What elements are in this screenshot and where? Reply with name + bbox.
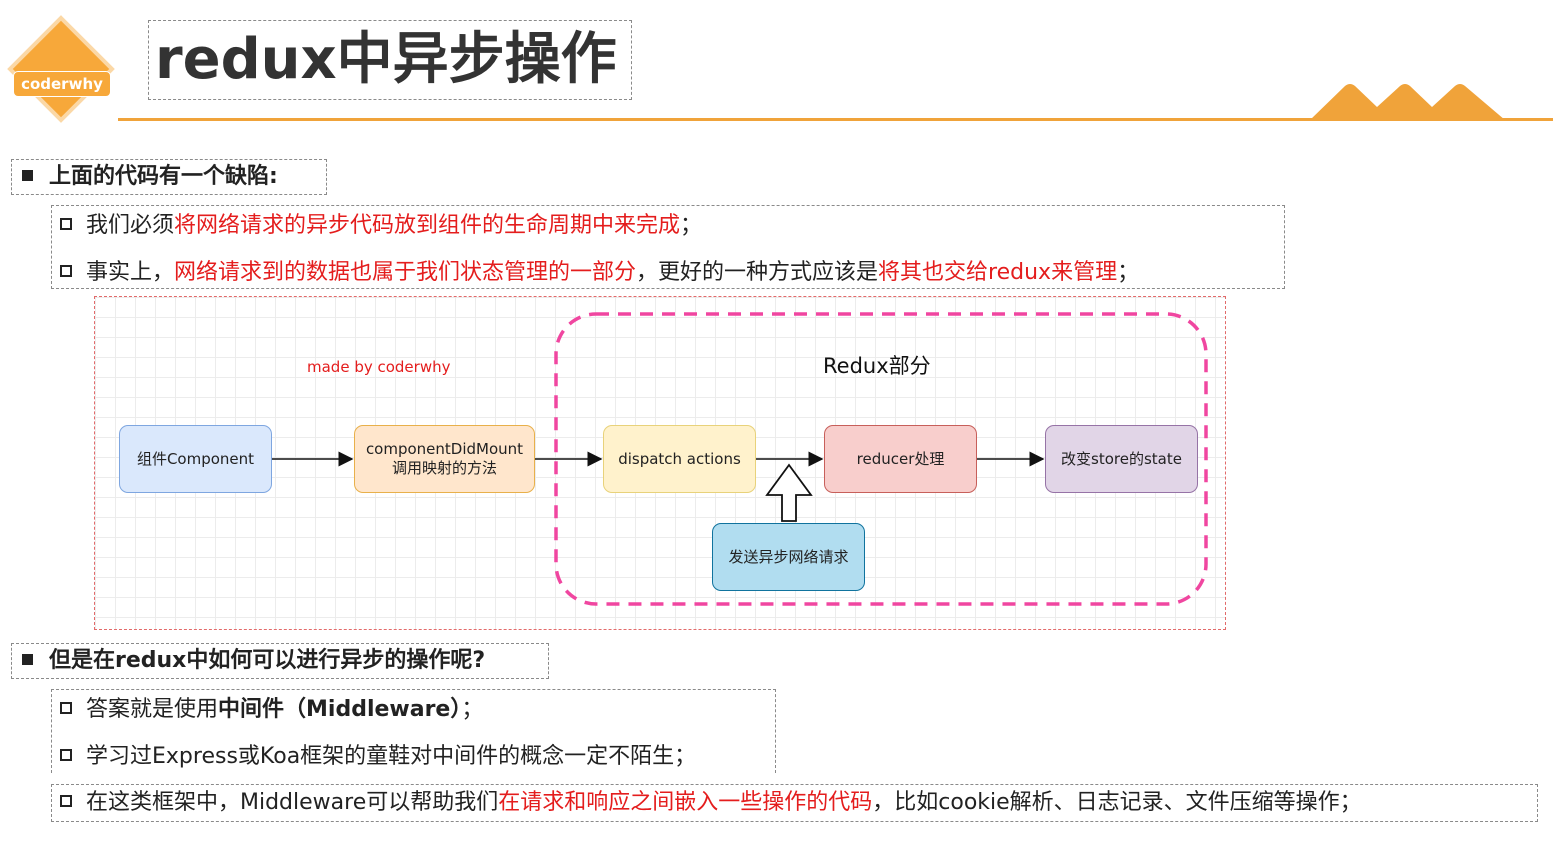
page-title-box: redux中异步操作	[148, 20, 632, 100]
watermark-text: made by coderwhy	[307, 358, 451, 376]
section-heading-text: 但是在redux中如何可以进行异步的操作呢?	[49, 648, 486, 673]
list-item: 我们必须将网络请求的异步代码放到组件的生命周期中来完成；	[52, 211, 702, 241]
coderwhy-logo: coderwhy	[6, 14, 116, 124]
section-heading-async: 但是在redux中如何可以进行异步的操作呢?	[11, 643, 549, 679]
logo-diamond-icon	[7, 15, 115, 123]
list-item: 在这类框架中，Middleware可以帮助我们在请求和响应之间嵌入一些操作的代码…	[52, 788, 1362, 818]
section-heading-text: 上面的代码有一个缺陷:	[49, 164, 278, 189]
list-item: 事实上，网络请求到的数据也属于我们状态管理的一部分，更好的一种方式应该是将其也交…	[52, 258, 1139, 288]
diagram-connectors	[272, 312, 1208, 606]
middleware-list-extended: 在这类框架中，Middleware可以帮助我们在请求和响应之间嵌入一些操作的代码…	[51, 784, 1538, 822]
node-component-did-mount: componentDidMount 调用映射的方法	[354, 425, 535, 493]
section-heading-defect: 上面的代码有一个缺陷:	[11, 159, 327, 195]
hollow-square-bullet-icon	[60, 795, 72, 807]
filled-square-bullet-icon	[22, 170, 33, 181]
node-dispatch-actions: dispatch actions	[603, 425, 756, 493]
page-title: redux中异步操作	[155, 27, 617, 92]
mountains-decoration-icon	[1310, 84, 1505, 120]
hollow-square-bullet-icon	[60, 218, 72, 230]
logo-text: coderwhy	[13, 71, 111, 97]
node-store-state: 改变store的state	[1045, 425, 1198, 493]
hollow-square-bullet-icon	[60, 265, 72, 277]
header-divider	[118, 118, 1553, 121]
node-component: 组件Component	[119, 425, 272, 493]
list-item: 答案就是使用中间件（Middleware）；	[52, 695, 483, 725]
filled-square-bullet-icon	[22, 654, 33, 665]
list-item: 学习过Express或Koa框架的童鞋对中间件的概念一定不陌生；	[52, 742, 696, 772]
redux-region	[554, 312, 1208, 606]
defect-list: 我们必须将网络请求的异步代码放到组件的生命周期中来完成； 事实上，网络请求到的数…	[51, 205, 1285, 289]
hollow-square-bullet-icon	[60, 749, 72, 761]
middleware-list: 答案就是使用中间件（Middleware）； 学习过Express或Koa框架的…	[51, 689, 776, 773]
redux-region-label: Redux部分	[823, 354, 931, 378]
node-reducer: reducer处理	[824, 425, 977, 493]
redux-flow-diagram: made by coderwhy Redux部分 组件Component com…	[94, 296, 1226, 630]
hollow-square-bullet-icon	[60, 702, 72, 714]
hollow-up-arrow-icon	[765, 463, 813, 522]
node-network-request: 发送异步网络请求	[712, 523, 865, 591]
